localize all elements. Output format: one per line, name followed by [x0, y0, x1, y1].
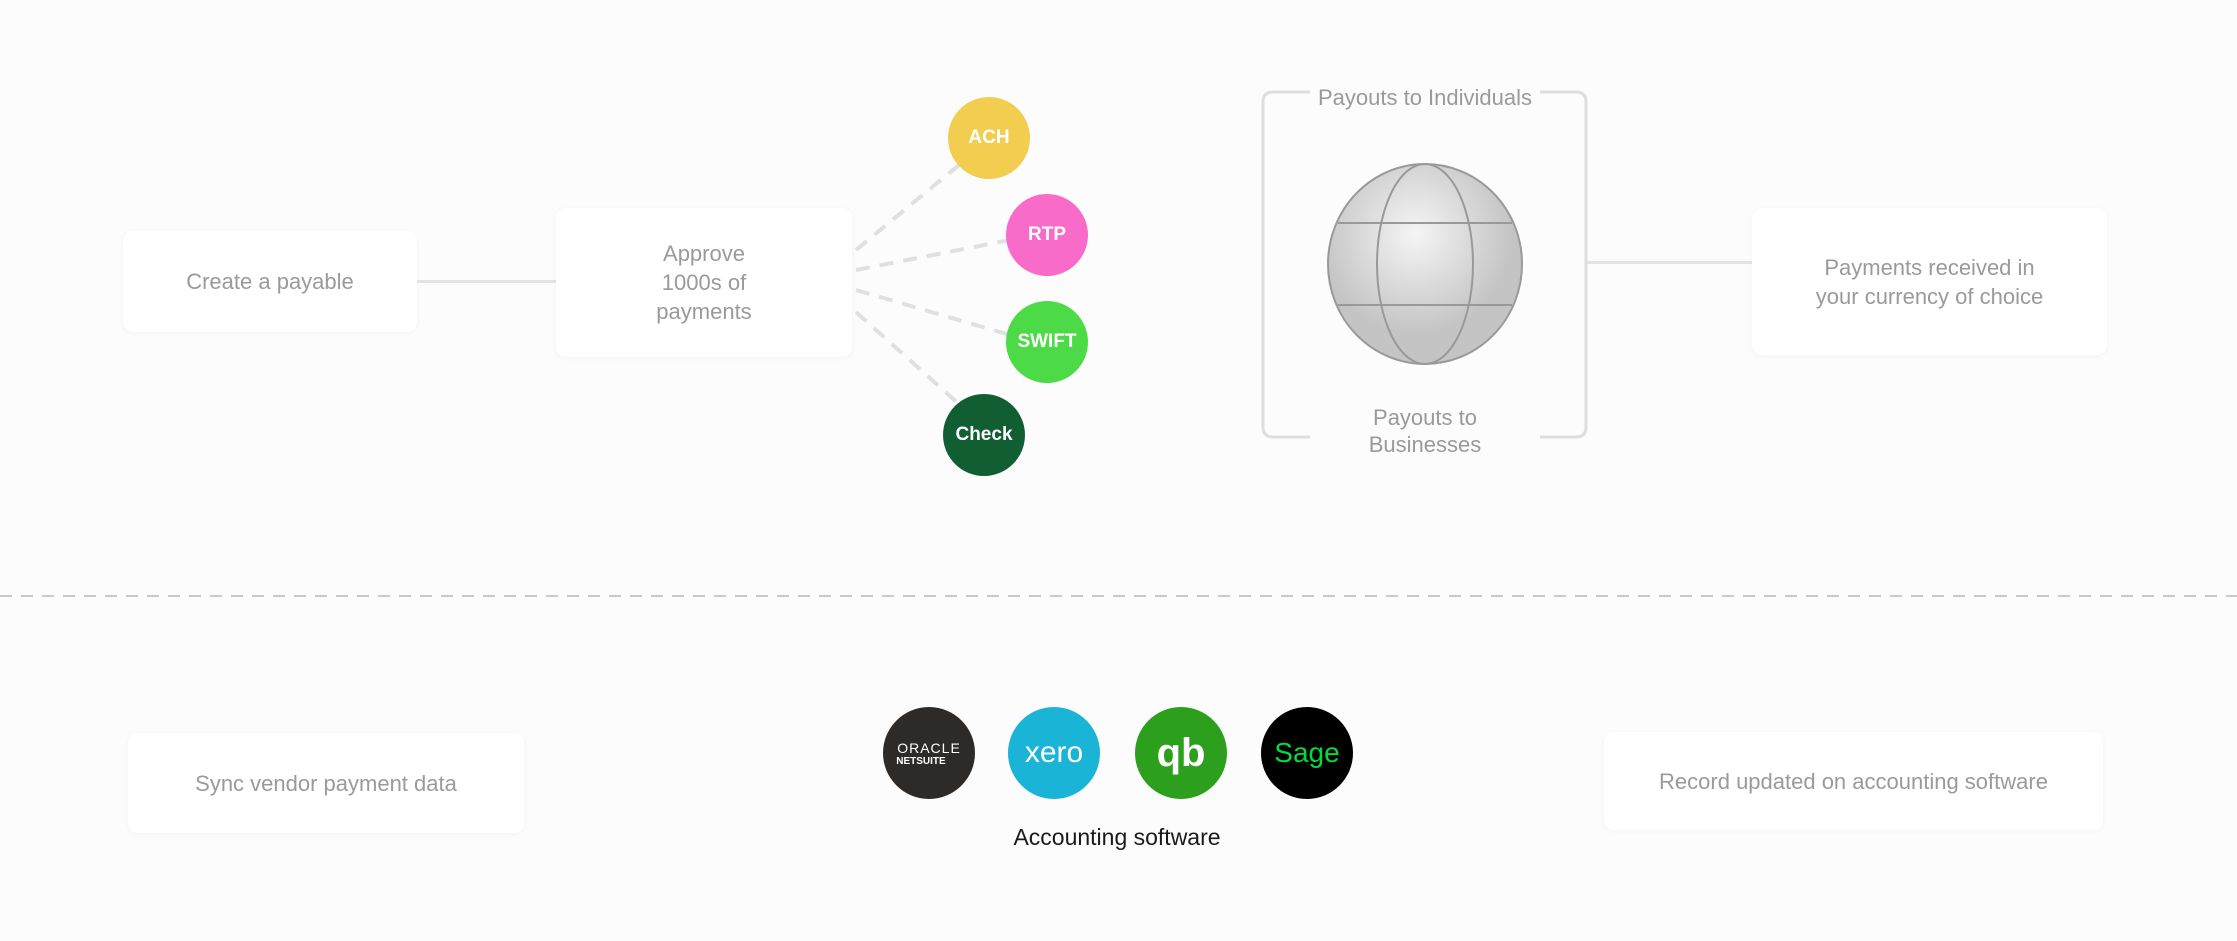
approve-payments-card: Approve 1000s of payments: [556, 208, 852, 357]
payouts-bracket: [1261, 90, 1588, 439]
sync-vendor-card: Sync vendor payment data: [128, 733, 524, 833]
record-updated-card: Record updated on accounting software: [1604, 732, 2103, 830]
logo-text: ORACLE: [897, 739, 961, 756]
create-payable-card: Create a payable: [123, 231, 417, 332]
accounting-software-caption: Accounting software: [1013, 824, 1221, 850]
rail-swift: SWIFT: [1006, 301, 1088, 383]
connector-ach: [854, 158, 967, 252]
sage-logo: Sage: [1261, 707, 1353, 799]
xero-logo: xero: [1008, 707, 1100, 799]
connector-swift: [855, 288, 1011, 337]
connector-check: [854, 310, 962, 407]
connector-line: [1587, 261, 1752, 264]
connector-line: [417, 280, 556, 283]
payments-received-card: Payments received in your currency of ch…: [1752, 208, 2107, 355]
quickbooks-logo: qb: [1135, 707, 1227, 799]
payouts-businesses-label: Payouts to Businesses: [1315, 404, 1535, 458]
connector-rtp: [855, 238, 1011, 272]
oracle-netsuite-logo: ORACLE NETSUITE: [883, 707, 975, 799]
rail-ach: ACH: [948, 97, 1030, 179]
rail-check: Check: [943, 394, 1025, 476]
payouts-individuals-label: Payouts to Individuals: [1315, 84, 1535, 111]
logo-subtext: NETSUITE: [896, 755, 946, 767]
globe-icon: [1327, 163, 1523, 365]
rail-rtp: RTP: [1006, 194, 1088, 276]
